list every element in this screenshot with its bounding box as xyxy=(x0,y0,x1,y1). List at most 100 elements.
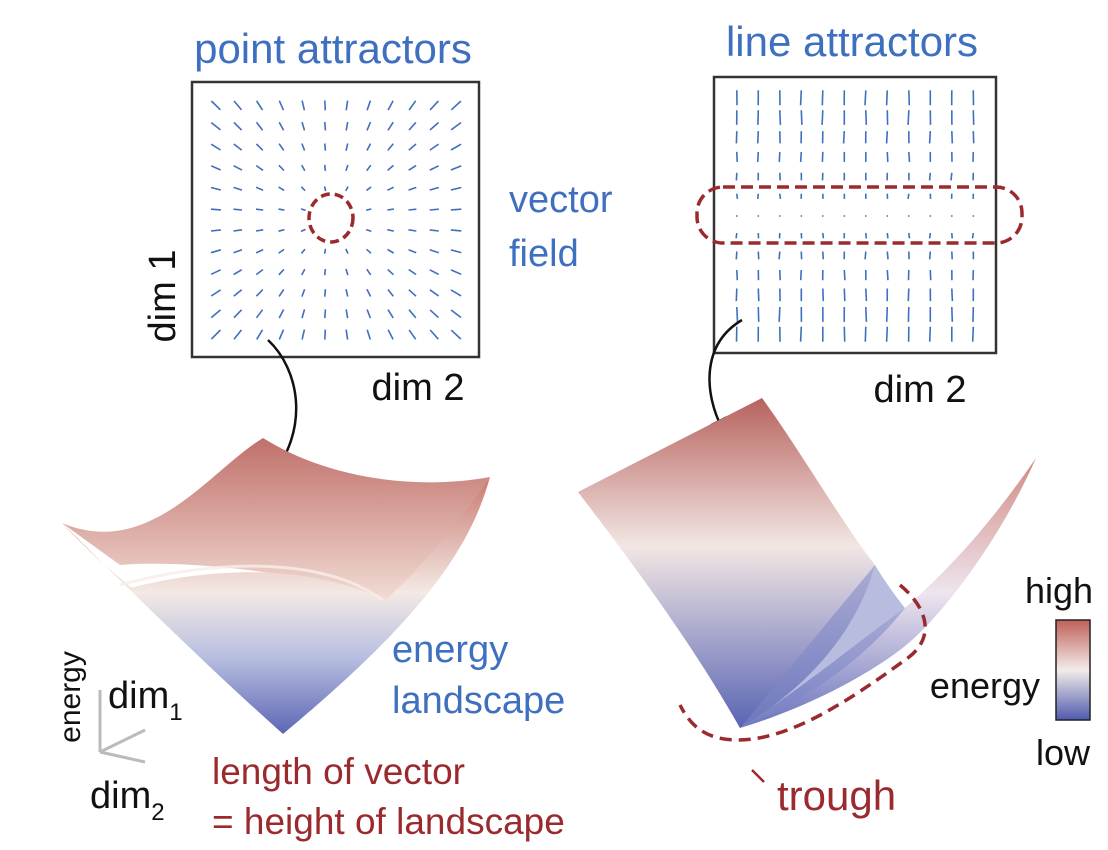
vector-arrow xyxy=(758,131,759,143)
axis-key-dim1-label: dim1 xyxy=(108,675,183,726)
vector-arrow xyxy=(325,165,326,171)
vector-arrow xyxy=(279,209,285,210)
vector-arrow xyxy=(801,90,802,105)
vector-arrow xyxy=(866,289,867,302)
vector-arrow xyxy=(823,252,824,260)
vector-arrow xyxy=(952,289,953,302)
vector-arrow xyxy=(909,152,910,162)
colorbar-energy-label: energy xyxy=(930,665,1040,706)
point-x-axis-label: dim 2 xyxy=(372,367,465,409)
vector-arrow xyxy=(801,327,802,342)
vector-arrow xyxy=(887,270,888,280)
vector-arrow xyxy=(865,252,866,260)
vector-arrow xyxy=(387,209,394,210)
vector-arrow xyxy=(430,230,439,231)
vector-arrow xyxy=(325,269,326,275)
vector-dot xyxy=(757,215,759,217)
vector-arrow xyxy=(736,252,737,260)
vector-arrow xyxy=(909,233,910,238)
vector-arrow xyxy=(909,90,910,105)
vector-arrow xyxy=(887,252,888,260)
vector-arrow xyxy=(211,209,221,210)
vector-dot xyxy=(951,215,953,217)
vector-arrow xyxy=(887,327,888,342)
vector-dot xyxy=(929,215,931,217)
trough-label: trough xyxy=(777,772,896,819)
colorbar-high-label: high xyxy=(1025,570,1093,611)
vector-arrow xyxy=(737,194,738,199)
vector-dot xyxy=(800,215,802,217)
vector-arrow xyxy=(779,252,780,260)
vector-arrow xyxy=(930,131,931,143)
vector-field-label-line2: field xyxy=(509,233,579,275)
vector-arrow xyxy=(887,233,888,238)
vector-arrow xyxy=(737,307,738,322)
vector-arrow xyxy=(887,307,888,322)
vector-arrow xyxy=(887,131,888,143)
vector-arrow xyxy=(823,289,824,302)
vector-arrow xyxy=(325,309,326,318)
vector-arrow xyxy=(930,233,931,238)
vector-arrow xyxy=(736,289,737,302)
vector-arrow xyxy=(908,110,909,125)
line-attractors-title: line attractors xyxy=(726,18,978,65)
vector-dot xyxy=(843,215,845,217)
vector-arrow xyxy=(952,307,953,322)
vector-arrow xyxy=(973,327,974,342)
vector-arrow xyxy=(908,289,909,302)
vector-arrow xyxy=(736,233,737,238)
vector-arrow xyxy=(951,173,952,181)
vector-arrow xyxy=(325,122,326,131)
vector-arrow xyxy=(325,144,326,151)
length-note-line1: length of vector xyxy=(212,751,465,792)
vector-arrow xyxy=(325,330,326,340)
vector-arrow xyxy=(325,289,326,297)
vector-arrow xyxy=(758,289,759,302)
vector-dot xyxy=(972,215,974,217)
vector-arrow xyxy=(780,194,781,199)
vector-arrow xyxy=(887,90,888,105)
vector-arrow xyxy=(737,270,738,280)
vector-arrow xyxy=(887,152,888,162)
vector-arrow xyxy=(822,110,823,125)
vector-arrow xyxy=(952,131,953,143)
vector-arrow xyxy=(325,101,326,111)
axis-key-energy-label: energy xyxy=(54,651,87,743)
vector-dot xyxy=(865,215,867,217)
colorbar-low-label: low xyxy=(1036,732,1091,773)
energy-landscape-label-line2: landscape xyxy=(392,680,565,722)
axis-key-dim2-label: dim2 xyxy=(90,775,165,826)
energy-landscape-label-line1: energy xyxy=(392,629,508,671)
vector-arrow xyxy=(908,194,909,199)
vector-arrow xyxy=(779,307,780,322)
vector-arrow xyxy=(451,230,462,231)
vector-arrow xyxy=(325,249,326,254)
vector-arrow xyxy=(780,110,781,125)
vector-arrow xyxy=(930,252,931,260)
vector-arrow xyxy=(256,209,263,210)
vector-arrow xyxy=(866,233,867,238)
vector-arrow xyxy=(801,110,802,125)
point-attractors-title: point attractors xyxy=(194,25,472,72)
trough-leader-line xyxy=(752,770,764,782)
vector-arrow xyxy=(801,152,802,162)
vector-arrow xyxy=(973,233,974,238)
vector-arrow xyxy=(234,209,243,210)
vector-arrow xyxy=(430,209,439,210)
vector-dot xyxy=(822,215,824,217)
vector-arrow xyxy=(844,131,845,143)
vector-arrow xyxy=(866,307,867,322)
vector-arrow xyxy=(865,90,866,105)
colorbar xyxy=(1056,620,1090,720)
vector-arrow xyxy=(211,230,221,231)
vector-dot xyxy=(736,215,738,217)
vector-arrow xyxy=(822,90,823,105)
length-note-line2: = height of landscape xyxy=(212,801,565,842)
vector-arrow xyxy=(823,233,824,238)
point-y-axis-label: dim 1 xyxy=(142,250,184,343)
vector-arrow xyxy=(758,194,759,199)
vector-arrow xyxy=(801,270,802,280)
vector-arrow xyxy=(325,186,326,191)
vector-field-label-line1: vector xyxy=(509,179,613,221)
